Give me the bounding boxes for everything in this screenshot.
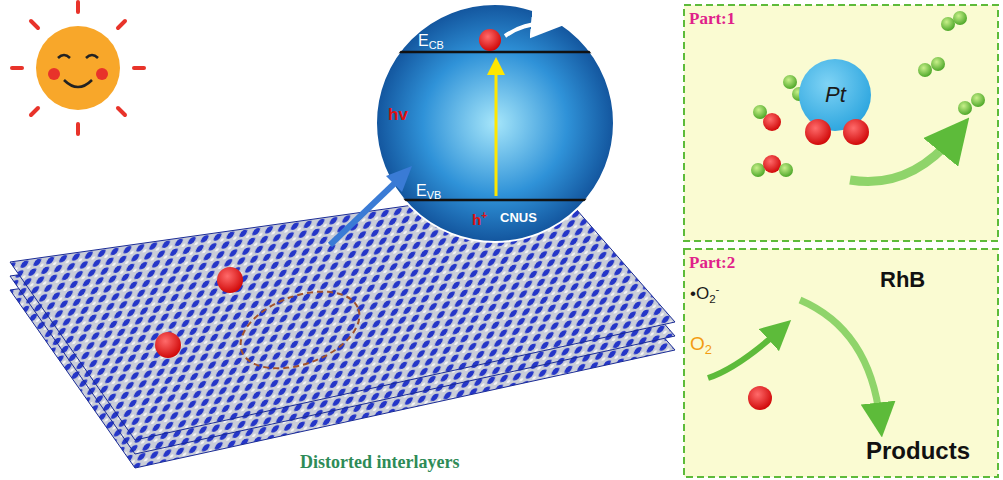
species-label: •O2- bbox=[690, 283, 719, 306]
band-diagram-circle: ECB EVB hv h+ CNUS bbox=[376, 4, 614, 242]
carbon-nitride-layers bbox=[10, 185, 675, 468]
pt-particle: Pt bbox=[799, 59, 871, 131]
photon-label: hv bbox=[388, 106, 408, 125]
caption-label: Distorted interlayers bbox=[300, 453, 459, 473]
band-level: EVB bbox=[416, 182, 441, 202]
band-circle bbox=[376, 4, 614, 242]
molecules bbox=[751, 11, 985, 177]
supscript: - bbox=[716, 283, 720, 295]
species-label: O2 bbox=[690, 334, 712, 357]
flow-arrow bbox=[800, 300, 880, 420]
distortion-ring bbox=[230, 277, 370, 383]
electron-dot bbox=[217, 267, 243, 293]
product-label: Products bbox=[866, 438, 970, 464]
part-panel: Part:1Pt bbox=[683, 4, 999, 242]
part-title: Part:1 bbox=[689, 10, 735, 29]
panel-frame bbox=[684, 5, 998, 241]
subscript: VB bbox=[427, 189, 442, 201]
subscript: CB bbox=[429, 39, 444, 51]
hole-label: h+ bbox=[472, 210, 487, 228]
supscript: + bbox=[481, 210, 487, 221]
flow-arrow bbox=[850, 135, 955, 182]
part-title: Part:2 bbox=[689, 254, 735, 273]
sun-icon bbox=[12, 2, 144, 134]
electron-dot bbox=[843, 119, 869, 145]
material-name: CNUS bbox=[500, 211, 537, 225]
band-level: ECB bbox=[418, 32, 444, 52]
subscript: 2 bbox=[705, 342, 712, 357]
pointer-arrow bbox=[330, 166, 412, 245]
subscript: 2 bbox=[709, 293, 715, 305]
electron-dot bbox=[805, 119, 831, 145]
electron-dot bbox=[748, 386, 772, 410]
flow-arrow bbox=[708, 330, 780, 378]
catalyst-label: Pt bbox=[825, 83, 846, 107]
electron-dot bbox=[155, 332, 181, 358]
panel-frame bbox=[684, 249, 998, 477]
dye-label: RhB bbox=[880, 268, 925, 292]
